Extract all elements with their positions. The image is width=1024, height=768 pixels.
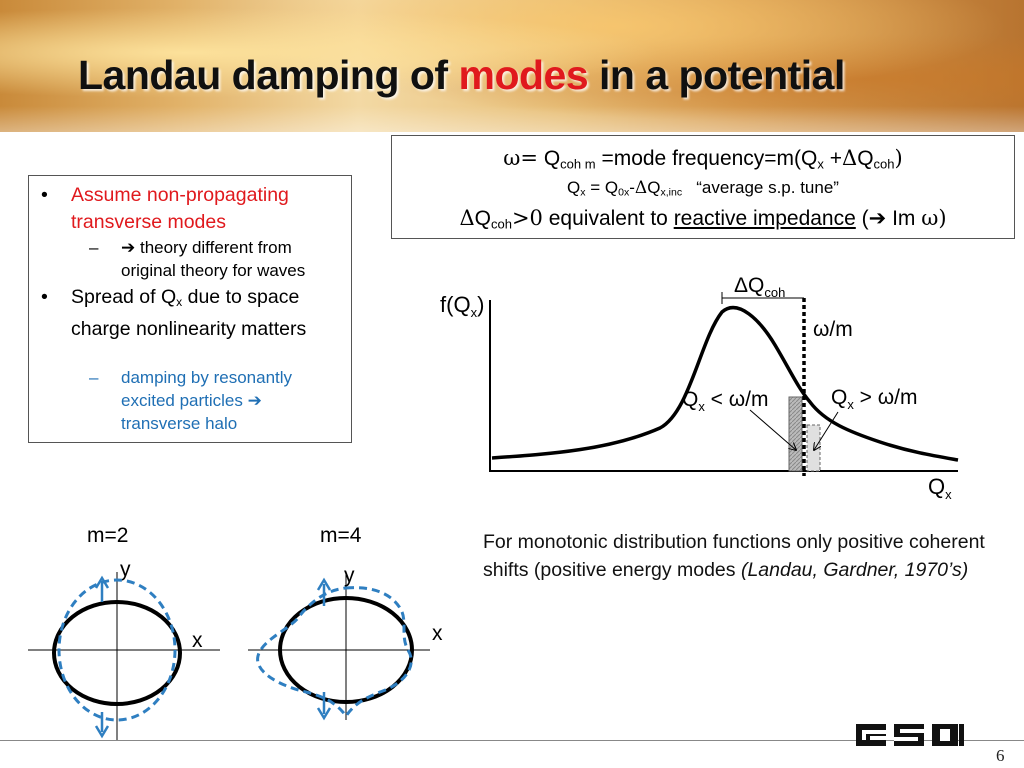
qx-less-label: Qx < ω/m — [682, 388, 769, 414]
formula-line-reactive-impedance: ΔQcoh>0 equivalent to reactive impedance… — [459, 206, 947, 232]
bullet-dot-icon: • — [41, 286, 48, 308]
bullet-box: • Assume non-propagating transverse mode… — [28, 175, 352, 443]
unperturbed-beam-ellipse — [278, 596, 414, 704]
distribution-curve — [491, 305, 959, 462]
x-axis-label: x — [432, 622, 443, 645]
x-axis-label: Qx — [928, 474, 952, 502]
arrow-right-icon: ➔ — [247, 391, 262, 410]
y-axis-label: y — [344, 564, 355, 587]
formula-box: ω= Qcoh m =mode frequency=m(Qx +ΔQcoh) Q… — [391, 135, 1015, 239]
bullet-dot-icon: • — [41, 184, 48, 206]
mode-m2-label: m=2 — [87, 524, 128, 547]
pointer-right — [814, 411, 839, 450]
gsi-logo — [856, 724, 964, 746]
x-axis-label: x — [192, 629, 203, 652]
perturbed-mode-shape — [256, 586, 413, 719]
title-banner — [0, 0, 1024, 132]
perturbed-mode-shape — [57, 578, 177, 722]
title-text-start: Landau damping of — [78, 52, 459, 98]
arrow-right-icon: ➔ — [868, 207, 887, 230]
monotonic-distribution-caption: For monotonic distribution functions onl… — [483, 531, 985, 581]
slide-title: Landau damping of modes in a potential — [78, 52, 845, 99]
arrow-right-icon: ➔ — [121, 238, 136, 257]
mode-m4-diagram: m=4 y x — [248, 524, 443, 721]
tune-distribution-plot: f(Qx) Qx ΔQcoh ω/m Qx < ω/m Qx > ω/m — [440, 274, 959, 502]
page-number: 6 — [996, 746, 1005, 765]
mode-m2-diagram: m=2 y x — [28, 524, 220, 740]
shaded-strip-left — [788, 396, 803, 472]
unperturbed-beam-ellipse — [52, 600, 182, 706]
y-axis-label: y — [120, 558, 131, 581]
formula-line-mode-frequency: ω= Qcoh m =mode frequency=m(Qx +ΔQcoh) — [503, 146, 903, 172]
footer-divider — [0, 740, 1024, 741]
title-highlight-modes: modes — [458, 52, 589, 98]
omega-m-label: ω/m — [813, 318, 853, 341]
reactive-impedance-link[interactable]: reactive impedance — [673, 207, 856, 230]
shaded-strip-right — [806, 424, 821, 472]
formula-line-average-tune: Qx = Q0x-ΔQx,inc “average s.p. tune” — [567, 178, 839, 199]
dqcoh-label: ΔQcoh — [734, 274, 785, 300]
pointer-left — [749, 409, 796, 450]
y-axis-label: f(Qx) — [440, 292, 484, 320]
title-text-end: in a potential — [588, 52, 845, 98]
qx-greater-label: Qx > ω/m — [831, 386, 918, 412]
mode-m4-label: m=4 — [320, 524, 362, 547]
